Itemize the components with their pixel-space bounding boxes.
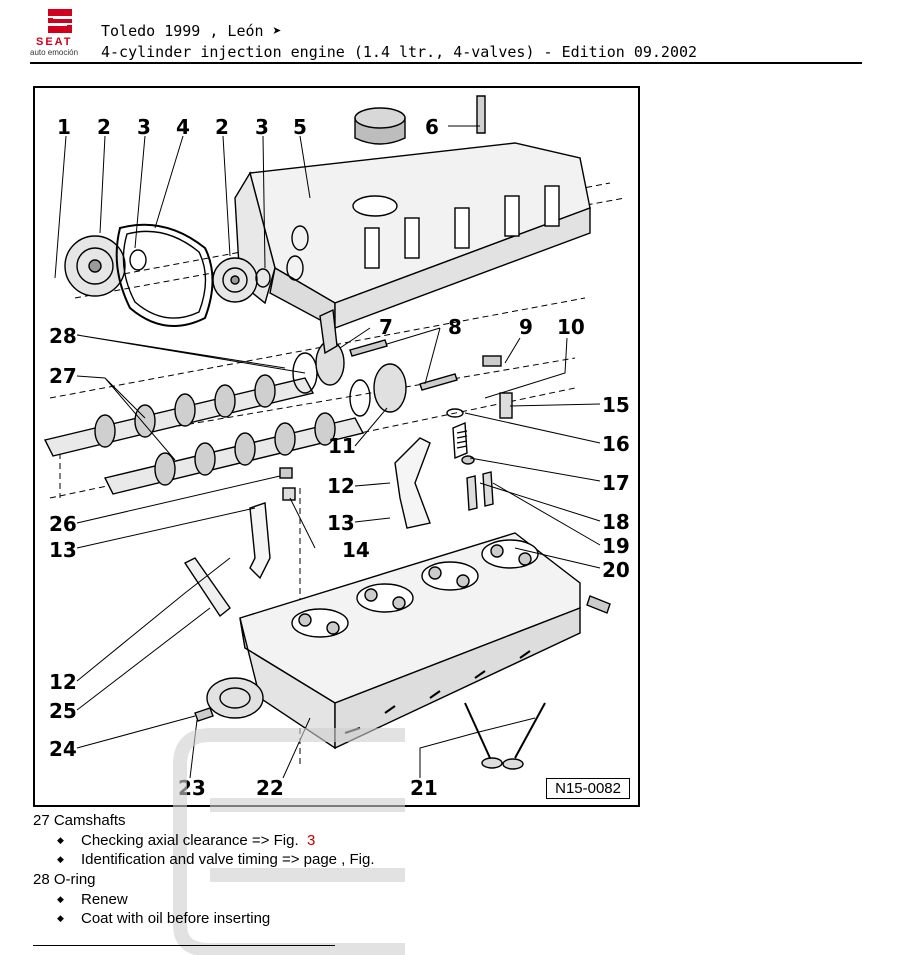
callout-1: 1 — [57, 115, 71, 139]
callout-15: 15 — [602, 393, 630, 417]
note-bullet-list: Renew Coat with oil before inserting — [33, 890, 593, 928]
callout-25: 25 — [49, 699, 77, 723]
cylinder-head-drawing — [43, 95, 626, 779]
callout-18: 18 — [602, 510, 630, 534]
note-bullet-list: Checking axial clearance => Fig. 3 Ident… — [33, 831, 593, 869]
callout-6: 6 — [425, 115, 439, 139]
callout-8: 8 — [448, 315, 462, 339]
callout-28: 28 — [49, 324, 77, 348]
document-subtitle: 4-cylinder injection engine (1.4 ltr., 4… — [101, 43, 698, 61]
document-header: SEAT auto emoción Toledo 1999 , León ➤ 4… — [0, 0, 916, 66]
logo-brand: SEAT — [36, 36, 73, 48]
callout-21: 21 — [410, 776, 438, 800]
list-item: Renew — [55, 890, 593, 909]
bullet-text: Coat with oil before inserting — [81, 910, 271, 927]
callout-12: 12 — [327, 474, 355, 498]
footer-divider — [33, 945, 335, 946]
callout-19: 19 — [602, 534, 630, 558]
callout-2: 2 — [97, 115, 111, 139]
callout-4: 4 — [176, 115, 190, 139]
exploded-view-figure: 1 2 3 4 2 3 5 6 28 7 8 9 10 27 15 16 11 … — [33, 86, 640, 807]
callout-5: 5 — [293, 115, 307, 139]
callout-11: 11 — [328, 434, 356, 458]
note-camshafts: 27 Camshafts Checking axial clearance =>… — [33, 810, 593, 869]
logo-tagline: auto emoción — [30, 48, 79, 57]
figure-id-label: N15-0082 — [546, 778, 630, 799]
callout-27: 27 — [49, 364, 77, 388]
callout-23: 23 — [178, 776, 206, 800]
callout-12-second: 12 — [49, 670, 77, 694]
callout-13-second: 13 — [49, 538, 77, 562]
note-o-ring: 28 O-ring Renew Coat with oil before ins… — [33, 869, 593, 928]
callout-3: 3 — [137, 115, 151, 139]
callout-3-second: 3 — [255, 115, 269, 139]
callout-22: 22 — [256, 776, 284, 800]
note-title: 28 O-ring — [33, 871, 96, 888]
callout-7: 7 — [379, 315, 393, 339]
callout-24: 24 — [49, 737, 77, 761]
note-title: 27 Camshafts — [33, 812, 126, 829]
seat-logo-icon — [48, 9, 72, 33]
callout-14: 14 — [342, 538, 370, 562]
callout-20: 20 — [602, 558, 630, 582]
list-item: Checking axial clearance => Fig. 3 — [55, 831, 593, 850]
bullet-text[interactable]: Identification and valve timing => page … — [81, 851, 375, 868]
bullet-text: Checking axial clearance => Fig. — [81, 832, 299, 849]
seat-logo: SEAT auto emoción — [30, 6, 96, 57]
parts-notes: 27 Camshafts Checking axial clearance =>… — [33, 810, 593, 928]
callout-17: 17 — [602, 471, 630, 495]
figure-link[interactable]: 3 — [306, 832, 316, 849]
callout-9: 9 — [519, 315, 533, 339]
callout-16: 16 — [602, 432, 630, 456]
callout-10: 10 — [557, 315, 585, 339]
callout-13: 13 — [327, 511, 355, 535]
bullet-text: Renew — [81, 891, 128, 908]
callout-26: 26 — [49, 512, 77, 536]
document-title[interactable]: Toledo 1999 , León ➤ — [101, 22, 282, 40]
header-divider — [30, 62, 862, 64]
list-item: Coat with oil before inserting — [55, 909, 593, 928]
callout-2-second: 2 — [215, 115, 229, 139]
list-item: Identification and valve timing => page … — [55, 850, 593, 869]
